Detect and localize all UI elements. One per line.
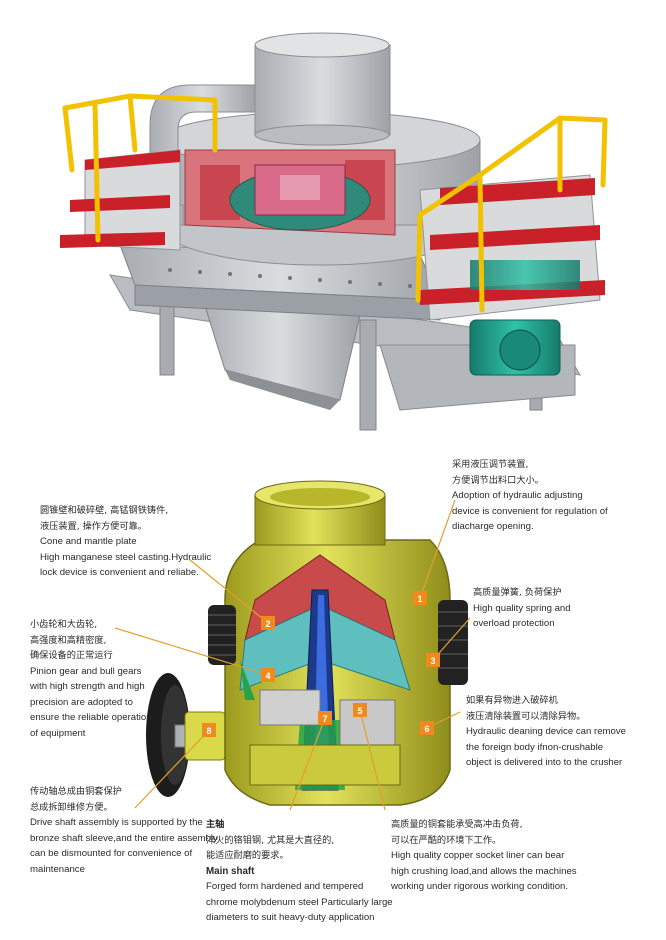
callout-en-line: Hydraulic deaning device can remove — [466, 726, 626, 737]
svg-text:7: 7 — [322, 714, 327, 724]
callout-zh-line: 能适应耐磨的要求。 — [206, 850, 289, 861]
marker-6: 6 — [420, 721, 434, 735]
callout-zh-line: 高强度和高精密度, — [30, 634, 107, 646]
callout-en-line: high crushing load,and allows the machin… — [391, 865, 577, 877]
callout-en-line: overload protection — [473, 618, 555, 629]
marker-4: 4 — [261, 668, 275, 682]
marker-3: 3 — [426, 653, 440, 667]
marker-7: 7 — [318, 711, 332, 725]
callout-zh-line: 方便调节出料口大小。 — [452, 474, 544, 486]
sand-making-machine-illustration — [60, 32, 608, 431]
callout-en-line: Forged form hardened and tempered — [206, 881, 364, 892]
callout-main-shaft: 主轴 淬火的铬钼钢, 尤其是大直径的, 能适应耐磨的要求。 Main shaft… — [206, 817, 393, 926]
callout-en-line: ensure the reliable operation — [30, 712, 152, 723]
callout-en-line: High quality spring and — [473, 602, 571, 614]
callout-en-line: device is convenient for regulation of — [452, 505, 608, 517]
svg-text:6: 6 — [424, 724, 429, 734]
marker-2: 2 — [261, 616, 275, 630]
callout-hydraulic-cleaning: 如果有异物进入破碎机 液压清除装置可以清除异物。 Hydraulic deani… — [466, 693, 626, 771]
callout-zh-line: 液压装置, 操作方便可靠。 — [40, 520, 147, 532]
callout-zh-title: 主轴 — [206, 819, 225, 830]
callout-en-line: Pinion gear and bull gears — [30, 665, 142, 677]
callout-en-line: maintenance — [30, 863, 85, 875]
svg-text:8: 8 — [206, 726, 211, 736]
callout-zh-line: 总成拆卸维修方便。 — [30, 801, 113, 813]
callout-hydraulic-adjusting: 采用液压调节装置, 方便调节出料口大小。 Adoption of hydraul… — [452, 457, 608, 535]
callout-zh-line: 采用液压调节装置, — [452, 459, 529, 470]
callout-en-line: object is delivered into to the crusher — [466, 757, 623, 768]
callout-gears: 小齿轮和大齿轮, 高强度和高精密度, 确保设备的正常运行 Pinion gear… — [30, 617, 152, 741]
callout-en-line: working under rigorous working condition… — [391, 881, 569, 892]
callout-en-line: precision are adopted to — [30, 696, 133, 708]
callout-en-line: diacharge opening. — [452, 521, 534, 532]
callout-en-line: chrome molybdenum steel Particularly lar… — [206, 896, 393, 908]
callout-en-line: Drive shaft assembly is supported by the — [30, 817, 203, 828]
callout-en-line: the foreign body ifnon-crushable — [466, 741, 604, 753]
callout-copper-liner: 高质量的铜套能承受高冲击负荷, 可以在严酷的环境下工作。 High qualit… — [391, 817, 577, 895]
callout-zh-line: 圆锥壁和破碎壁, 高锰钢铁铸件, — [40, 505, 169, 516]
callout-zh-line: 高质量的铜套能承受高冲击负荷, — [391, 819, 523, 830]
callout-zh-line: 可以在严酷的环境下工作。 — [391, 834, 502, 846]
callout-zh-line: 液压清除装置可以清除异物。 — [466, 710, 586, 722]
numbered-markers: 1 2 3 4 5 6 7 8 — [202, 591, 440, 737]
callout-zh-line: 确保设备的正常运行 — [30, 650, 113, 661]
svg-text:3: 3 — [430, 656, 435, 666]
callout-en-line: can be dismounted for convenience of — [30, 848, 193, 859]
svg-text:2: 2 — [265, 619, 270, 629]
marker-5: 5 — [353, 703, 367, 717]
svg-text:4: 4 — [265, 671, 270, 681]
svg-text:1: 1 — [417, 594, 422, 604]
callout-title: Main shaft — [206, 865, 255, 877]
callout-en-line: High manganese steel casting.Hydraulic — [40, 551, 212, 563]
callout-en-line: with high strength and high — [30, 681, 145, 692]
callout-en-line: of equipment — [30, 727, 86, 739]
callout-zh-line: 如果有异物进入破碎机 — [466, 695, 558, 706]
callout-en-line: diameters to suit heavy-duty application — [206, 912, 375, 923]
callout-drive-shaft: 传动轴总成由铜套保护 总成拆卸维修方便。 Drive shaft assembl… — [30, 784, 218, 877]
marker-8: 8 — [202, 723, 216, 737]
callout-spring: 高质量弹簧, 负荷保护 High quality spring and over… — [473, 585, 571, 632]
callout-en-line: lock device is convenient and reliabe. — [40, 567, 199, 578]
callout-en-line: High quality copper socket liner can bea… — [391, 850, 565, 861]
callout-title: Cone and mantle plate — [40, 536, 137, 547]
marker-1: 1 — [413, 591, 427, 605]
svg-text:5: 5 — [357, 706, 362, 716]
callout-zh-line: 淬火的铬钼钢, 尤其是大直径的, — [206, 834, 335, 846]
callout-zh-line: 传动轴总成由铜套保护 — [30, 786, 122, 797]
callout-zh-line: 小齿轮和大齿轮, — [30, 619, 98, 630]
callout-zh-line: 高质量弹簧, 负荷保护 — [473, 587, 562, 598]
callout-cone-mantle: 圆锥壁和破碎壁, 高锰钢铁铸件, 液压装置, 操作方便可靠。 Cone and … — [40, 503, 211, 581]
callout-en-line: Adoption of hydraulic adjusting — [452, 490, 583, 501]
callout-en-line: bronze shaft sleeve,and the entire assem… — [30, 832, 218, 844]
